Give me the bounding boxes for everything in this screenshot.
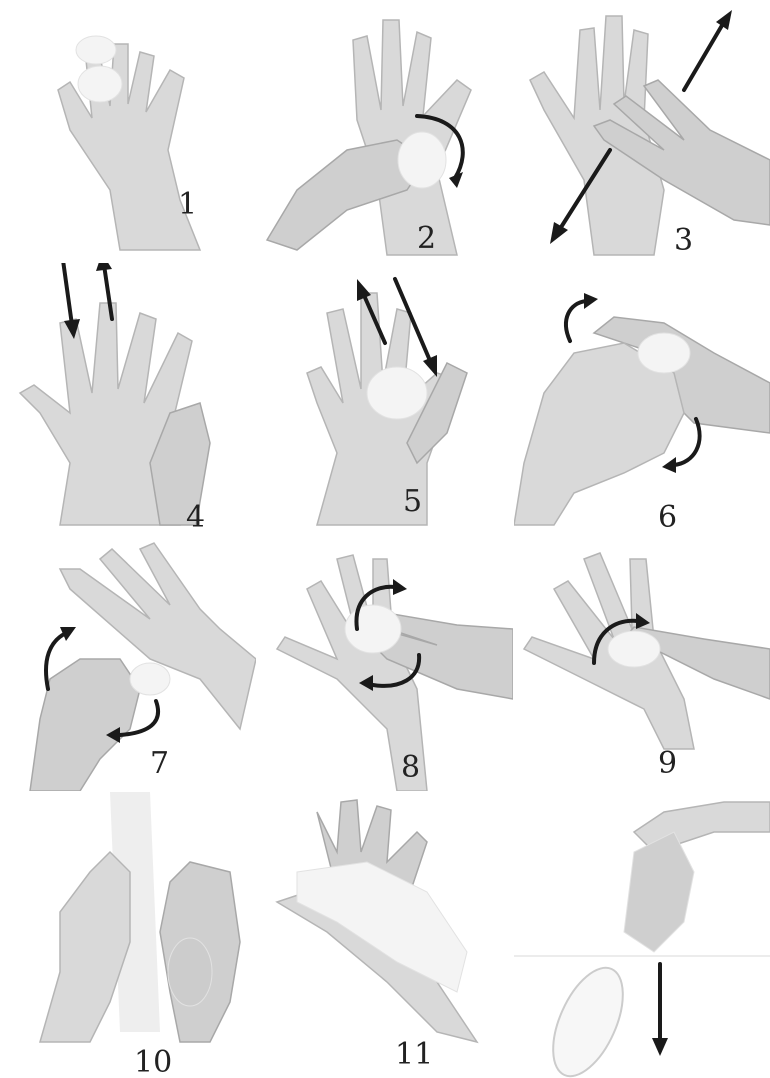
step-number: 1 — [178, 190, 197, 220]
step-number: 6 — [658, 503, 677, 528]
interlaced-fingers-back-icon — [0, 263, 256, 528]
step-number: 2 — [417, 224, 436, 254]
step-number: 8 — [401, 753, 420, 783]
step-panel-4: 4 — [0, 263, 256, 528]
step-number: 5 — [403, 487, 422, 517]
fingertips-circular-icon — [257, 529, 513, 791]
rinse-under-water-icon — [0, 792, 256, 1078]
fist-rotation-icon — [0, 529, 256, 791]
step-panel-3: 3 — [514, 0, 770, 262]
interlaced-fingers-palm-icon — [257, 263, 513, 528]
arrow-down-icon — [62, 263, 72, 325]
step-panel-7: 7 — [0, 529, 256, 791]
step-number: 9 — [658, 749, 677, 779]
step-panel-9: 9 — [514, 529, 770, 791]
dry-with-towel-icon — [257, 792, 513, 1078]
wrist-rubbing-icon — [514, 529, 770, 791]
step-panel-2: 2 — [257, 0, 513, 262]
step-number: 11 — [395, 1040, 433, 1070]
step-number: 10 — [134, 1048, 172, 1078]
step-number: 7 — [150, 749, 169, 779]
palm-rubbing-icon — [257, 0, 513, 262]
step-panel-8: 8 — [257, 529, 513, 791]
step-number: 4 — [186, 503, 205, 528]
step-panel-5: 5 — [257, 263, 513, 528]
diagonal-arrow-up-icon — [684, 22, 724, 90]
step-panel-12 — [514, 792, 770, 1078]
rotation-arrow-top-icon — [566, 301, 586, 341]
step-panel-10: 10 — [0, 792, 256, 1078]
step-panel-11: 11 — [257, 792, 513, 1078]
thumb-rotation-icon — [514, 263, 770, 528]
step-panel-1: 1 — [0, 0, 256, 262]
step-number: 3 — [674, 226, 693, 256]
hand-with-soap-icon — [0, 0, 256, 262]
step-panel-6: 6 — [514, 263, 770, 528]
hand-over-hand-icon — [514, 0, 770, 262]
discard-towel-bin-icon — [514, 792, 770, 1078]
